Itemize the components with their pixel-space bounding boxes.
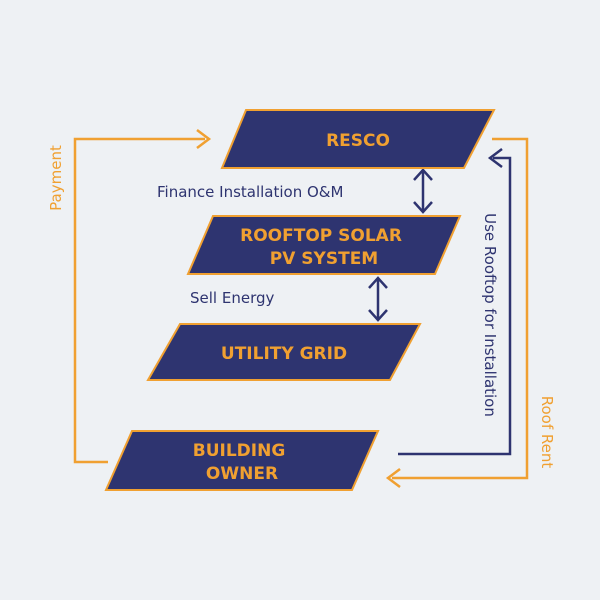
use-rooftop-connector xyxy=(398,148,512,456)
use-rooftop-line xyxy=(398,156,512,456)
sell-energy-label: Sell Energy xyxy=(190,289,274,307)
roof-rent-connector xyxy=(385,137,529,488)
building-owner-label: BUILDING OWNER xyxy=(193,441,291,484)
resco-box: RESCO xyxy=(220,109,496,169)
payment-label: Payment xyxy=(47,145,65,211)
utility-grid-label: UTILITY GRID xyxy=(221,344,347,364)
double-arrow-vertical-icon xyxy=(413,168,433,214)
rooftop-solar-box: ROOFTOP SOLAR PV SYSTEM xyxy=(186,215,462,275)
arrow-left-icon xyxy=(385,468,401,488)
resco-label: RESCO xyxy=(326,131,390,151)
roof-rent-line xyxy=(392,137,529,480)
payment-line xyxy=(73,137,205,464)
use-rooftop-label: Use Rooftop for Installation xyxy=(481,213,499,417)
arrow-left-icon xyxy=(487,148,503,168)
arrow-right-icon xyxy=(196,129,212,149)
rooftop-solar-label: ROOFTOP SOLAR PV SYSTEM xyxy=(240,226,408,269)
roof-rent-label: Roof Rent xyxy=(538,396,556,469)
utility-grid-box: UTILITY GRID xyxy=(146,323,422,381)
finance-label: Finance Installation O&M xyxy=(157,183,343,201)
payment-connector xyxy=(73,129,212,464)
double-arrow-vertical-icon xyxy=(368,276,388,322)
building-owner-box: BUILDING OWNER xyxy=(104,430,380,491)
